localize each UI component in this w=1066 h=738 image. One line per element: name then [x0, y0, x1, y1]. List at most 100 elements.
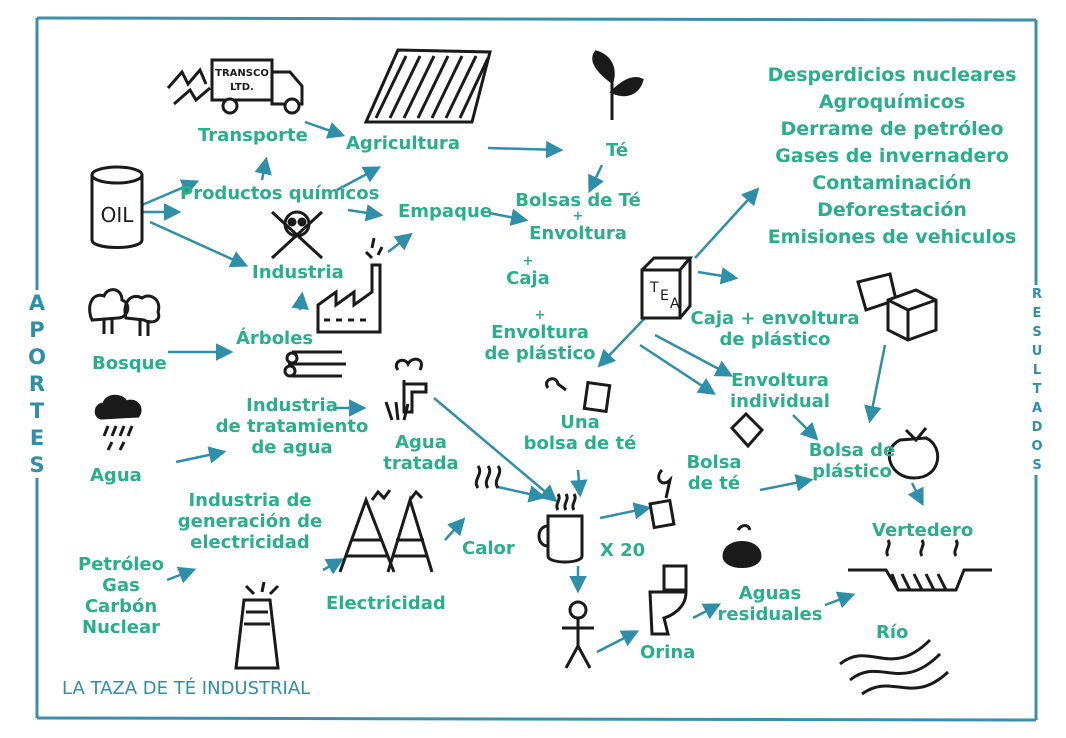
resultados-side-label: R E S U L T A D O S — [1027, 285, 1047, 475]
wrapper-icon — [729, 411, 765, 449]
svg-text:T: T — [649, 280, 659, 296]
tea-box-icon: T E A — [640, 256, 694, 320]
aportes-side-label: A P O R T E S — [27, 290, 47, 479]
label-line: Carbón — [84, 596, 158, 617]
toilet-icon — [648, 564, 688, 636]
label-line: bolsa de té — [523, 433, 637, 454]
label-line: plástico — [812, 461, 892, 482]
side-letter: T — [29, 399, 45, 423]
side-letter: A — [28, 291, 46, 315]
result-item: Agroquímicos — [818, 91, 966, 113]
side-letter: S — [1032, 325, 1042, 340]
power-tower-icon — [338, 489, 434, 573]
label-line: electricidad — [190, 532, 310, 553]
label-line: + — [534, 308, 546, 323]
label-rio: Río — [876, 622, 909, 643]
label-industria-tratamiento: Industria de tratamiento de agua — [208, 395, 376, 458]
side-letter: O — [1031, 439, 1043, 454]
cooling-tower-icon — [234, 581, 280, 670]
svg-text:TRANSCO: TRANSCO — [215, 68, 269, 79]
label-line: Petróleo — [78, 554, 164, 575]
tea-leaves-icon — [592, 50, 644, 120]
tea-cup-icon — [537, 493, 584, 564]
label-caja-envoltura: Caja + envoltura de plástico — [690, 308, 860, 350]
landfill-icon — [848, 539, 992, 592]
side-letter: P — [29, 318, 45, 342]
side-letter: L — [1032, 363, 1042, 378]
heat-waves-icon — [474, 465, 502, 489]
result-item: Deforestación — [817, 199, 967, 221]
logs-icon — [283, 350, 346, 378]
label-line: Caja + envoltura — [690, 308, 860, 329]
oil-can-icon: OIL — [90, 165, 144, 249]
person-icon — [562, 600, 594, 669]
results-list: Desperdicios nucleares Agroquímicos Derr… — [752, 62, 1032, 251]
label-line: Nuclear — [82, 617, 160, 638]
label-caja: + Caja — [498, 254, 558, 289]
label-envoltura-plastico: + Envoltura de plástico — [478, 308, 602, 364]
side-letter: T — [1032, 382, 1042, 397]
label-industria-electricidad: Industria de generación de electricidad — [170, 490, 330, 553]
label-line: + — [572, 209, 584, 224]
side-letter: R — [1031, 287, 1042, 302]
label-line: + — [522, 254, 534, 269]
label-transporte: Transporte — [198, 125, 308, 146]
label-vertedero: Vertedero — [872, 520, 974, 541]
side-letter: S — [29, 453, 45, 477]
frame — [35, 16, 1038, 722]
label-envoltura-individual: Envoltura individual — [730, 370, 830, 412]
label-calor: Calor — [462, 538, 515, 559]
label-orina: Orina — [640, 642, 696, 663]
result-item: Contaminación — [812, 172, 972, 194]
skull-crossbones-icon — [270, 210, 324, 260]
result-item: Derrame de petróleo — [780, 118, 1004, 140]
label-te: Té — [606, 140, 629, 161]
side-letter: E — [29, 426, 45, 450]
label-agua-tratada: Agua tratada — [376, 432, 466, 474]
label-line: de té — [687, 473, 741, 494]
label-line: Bolsa de — [808, 440, 896, 461]
box-wrapper-icon — [856, 272, 938, 342]
label-line: Aguas — [738, 583, 802, 604]
label-line: Caja — [506, 268, 550, 289]
label-line: generación de — [177, 511, 323, 532]
rain-cloud-icon — [94, 394, 142, 451]
label-line: de agua — [251, 437, 333, 458]
label-bolsa-te: Bolsa de té — [682, 452, 746, 494]
teabag-icon — [545, 377, 612, 414]
label-line: de plástico — [484, 343, 596, 364]
side-letter: S — [1032, 458, 1042, 473]
label-agua: Agua — [90, 465, 142, 486]
label-productos-quimicos: Productos químicos — [180, 183, 380, 204]
label-industria: Industria — [252, 262, 344, 283]
label-agricultura: Agricultura — [346, 133, 460, 154]
result-item: Gases de invernadero — [775, 145, 1009, 167]
side-letter: E — [1032, 306, 1042, 321]
label-line: Bolsa — [686, 452, 742, 473]
factory-icon — [316, 237, 384, 334]
label-line: Agua — [395, 432, 447, 453]
label-bolsas-envoltura: Bolsas de Té + Envoltura — [508, 190, 648, 244]
label-line: Industria — [246, 395, 338, 416]
label-electricidad: Electricidad — [326, 593, 446, 614]
label-line: de plástico — [719, 329, 831, 350]
label-line: de tratamiento — [215, 416, 369, 437]
result-item: Emisiones de vehiculos — [767, 226, 1017, 248]
label-una-bolsa: Una bolsa de té — [520, 412, 640, 454]
label-line: tratada — [383, 453, 459, 474]
sewage-icon — [722, 524, 762, 568]
garbage-bag-icon — [887, 427, 940, 480]
side-letter: D — [1031, 420, 1043, 435]
svg-text:LTD.: LTD. — [230, 82, 254, 93]
side-letter: U — [1031, 344, 1043, 359]
label-line: Envoltura — [491, 322, 589, 343]
svg-text:OIL: OIL — [101, 203, 135, 227]
label-line: Gas — [102, 575, 140, 596]
used-teabag-icon — [648, 468, 676, 530]
label-bolsa-plastico: Bolsa de plástico — [804, 440, 900, 482]
diagram-title: LA TAZA DE TÉ INDUSTRIAL — [62, 678, 311, 699]
label-line: Bolsas de Té — [515, 190, 641, 211]
label-line: Envoltura — [731, 370, 829, 391]
